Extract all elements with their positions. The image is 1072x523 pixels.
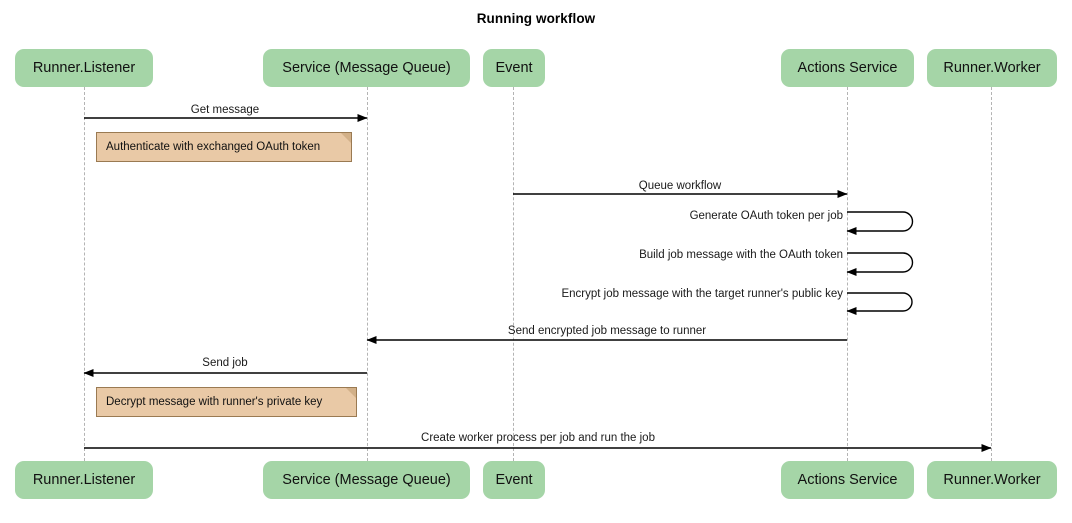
participant-service-queue-top[interactable]: Service (Message Queue): [263, 49, 470, 87]
label-create-worker-process: Create worker process per job and run th…: [421, 432, 655, 444]
participant-event-bottom[interactable]: Event: [483, 461, 545, 499]
participant-runner-worker-bottom[interactable]: Runner.Worker: [927, 461, 1057, 499]
participant-label: Runner.Listener: [32, 60, 136, 76]
participant-label: Runner.Worker: [943, 472, 1041, 488]
participant-label: Event: [495, 60, 533, 76]
label-generate-oauth-token: Generate OAuth token per job: [689, 210, 843, 222]
participant-event-top[interactable]: Event: [483, 49, 545, 87]
lifeline-service-queue: [367, 87, 368, 461]
page-title: Running workflow: [476, 11, 596, 26]
arrow-build-job-message: [846, 252, 914, 276]
participant-label: Actions Service: [797, 60, 898, 76]
participant-runner-listener-top[interactable]: Runner.Listener: [15, 49, 153, 87]
arrow-generate-oauth-token: [846, 211, 914, 235]
participant-runner-worker-top[interactable]: Runner.Worker: [927, 49, 1057, 87]
label-build-job-message: Build job message with the OAuth token: [639, 249, 843, 261]
lifeline-event: [513, 87, 514, 461]
label-send-job: Send job: [202, 357, 248, 369]
note-text: Authenticate with exchanged OAuth token: [106, 141, 321, 153]
arrow-encrypt-job-message: [846, 292, 913, 315]
participant-label: Service (Message Queue): [282, 60, 451, 76]
note-fold-icon: [346, 388, 356, 398]
participant-label: Runner.Listener: [32, 472, 136, 488]
participant-label: Service (Message Queue): [282, 472, 451, 488]
participant-label: Event: [495, 472, 533, 488]
note-authenticate-oauth: Authenticate with exchanged OAuth token: [96, 132, 352, 162]
participant-actions-service-bottom[interactable]: Actions Service: [781, 461, 914, 499]
note-decrypt-message: Decrypt message with runner's private ke…: [96, 387, 357, 417]
participant-service-queue-bottom[interactable]: Service (Message Queue): [263, 461, 470, 499]
label-get-message: Get message: [190, 104, 260, 116]
note-fold-icon: [341, 133, 351, 143]
lifeline-actions-service: [847, 87, 848, 461]
label-queue-workflow: Queue workflow: [638, 180, 722, 192]
label-encrypt-job-message: Encrypt job message with the target runn…: [561, 288, 843, 300]
participant-runner-listener-bottom[interactable]: Runner.Listener: [15, 461, 153, 499]
lifeline-runner-listener: [84, 87, 85, 461]
lifeline-runner-worker: [991, 87, 992, 461]
note-text: Decrypt message with runner's private ke…: [106, 396, 323, 408]
label-send-encrypted-job-message: Send encrypted job message to runner: [507, 325, 707, 337]
participant-label: Actions Service: [797, 472, 898, 488]
participant-actions-service-top[interactable]: Actions Service: [781, 49, 914, 87]
participant-label: Runner.Worker: [943, 60, 1041, 76]
